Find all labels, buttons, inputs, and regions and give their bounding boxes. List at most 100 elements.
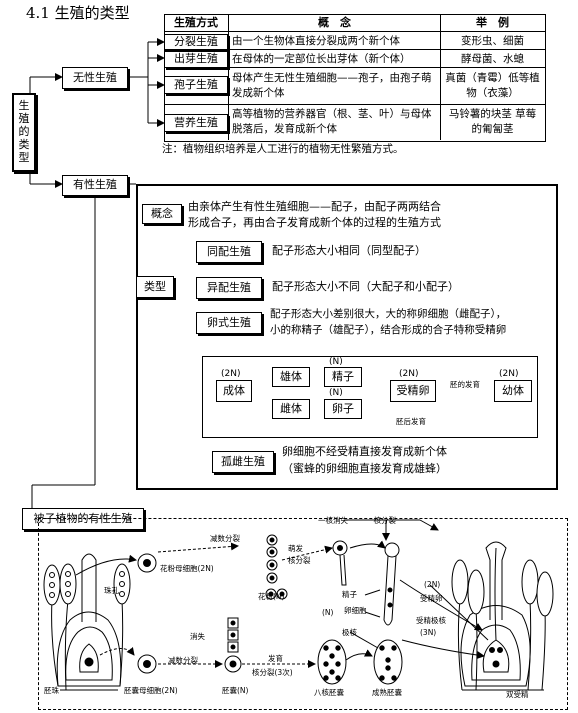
- flow-label: 卵子: [332, 402, 354, 415]
- angio-label: (3N): [420, 628, 437, 637]
- method-label: 分裂生殖: [174, 35, 218, 48]
- type-desc: 小的称精子（雄配子），结合形成的合子特称受精卵: [270, 324, 507, 336]
- parthenogenesis-label: 孤雌生殖: [221, 455, 265, 468]
- angio-label: 卵细胞: [344, 606, 367, 615]
- method-budding: 出芽生殖: [164, 51, 228, 68]
- ploidy-label: (N): [329, 357, 343, 367]
- table-cell-concept: 高等植物的营养器官（根、茎、叶）与母体脱落后，发育成新个体: [232, 108, 432, 135]
- table-divider: [164, 67, 545, 68]
- flow-adult: 成体: [216, 380, 252, 402]
- ploidy-label: (2N): [499, 369, 519, 379]
- angio-label: 胚囊母细胞(2N): [124, 686, 178, 695]
- angio-label: 萌发: [288, 544, 303, 553]
- types-label: 类型: [144, 280, 166, 293]
- table-cell-example: 真菌（青霉）低等植物（衣藻）: [445, 72, 540, 99]
- angio-label: 消失: [190, 632, 205, 641]
- flow-sperm: 精子: [324, 367, 362, 387]
- angio-label: 减数分裂: [168, 656, 198, 665]
- method-spore: 孢子生殖: [164, 76, 228, 94]
- angio-label: 发育: [268, 654, 283, 663]
- angio-label: 八核胚囊: [314, 688, 344, 697]
- type-label: 异配生殖: [207, 281, 251, 294]
- angio-label: 核分裂: [288, 556, 311, 565]
- root-char: 生: [18, 99, 30, 112]
- angio-label: 花粉母细胞(2N): [160, 564, 214, 573]
- type-anisogamy: 异配生殖: [196, 277, 262, 299]
- flow-label: 幼体: [502, 384, 524, 397]
- method-fission: 分裂生殖: [164, 34, 228, 51]
- angio-label: 减数分裂: [210, 534, 240, 543]
- parthenogenesis-box: 孤雌生殖: [212, 451, 274, 473]
- root-node: 生 殖 的 类 型: [12, 93, 36, 172]
- angio-label: 珠孔: [104, 586, 119, 595]
- angio-label: 精子: [342, 590, 357, 599]
- angio-label: 一核消失: [318, 516, 348, 525]
- flow-label: 雌体: [280, 402, 302, 415]
- angio-label: 双受精: [506, 690, 529, 699]
- flow-label: 受精卵: [396, 384, 430, 397]
- flow-young: 幼体: [494, 380, 532, 402]
- angio-label: 花粉(N): [258, 592, 285, 601]
- flow-label: 雄体: [280, 370, 302, 383]
- angio-label: 胚囊(N): [222, 686, 249, 695]
- root-char: 类: [18, 138, 30, 151]
- ploidy-label: (2N): [399, 369, 419, 379]
- root-char: 的: [18, 125, 30, 138]
- flow-female: 雌体: [272, 399, 310, 419]
- flow-label: 成体: [223, 384, 245, 397]
- table-divider: [164, 31, 545, 32]
- type-label: 同配生殖: [207, 245, 251, 258]
- table-divider: [440, 14, 441, 140]
- flow-male: 雄体: [272, 367, 310, 387]
- table-cell-example: 酵母菌、水螅: [461, 53, 524, 65]
- angio-label: (2N): [424, 580, 441, 589]
- angio-label: 一核分裂: [366, 516, 396, 525]
- type-isogamy: 同配生殖: [196, 241, 262, 263]
- angio-label: 核分裂(3次): [252, 668, 293, 677]
- angio-label: 胚珠: [44, 686, 59, 695]
- type-desc: 配子形态大小差别很大，大的称卵细胞（雌配子），: [270, 308, 507, 320]
- flow-egg: 卵子: [324, 399, 362, 419]
- type-desc: 配子形态大小不同（大配子和小配子）: [272, 280, 459, 293]
- sexual-node: 有性生殖: [62, 175, 128, 196]
- type-oogamy: 卵式生殖: [196, 312, 262, 334]
- table-cell-concept: 由一个生物体直接分裂成两个新个体: [232, 35, 400, 47]
- sexual-label: 有性生殖: [73, 178, 117, 191]
- oogamy-flow-frame: [202, 356, 538, 438]
- table-divider: [164, 104, 545, 105]
- ploidy-label: (2N): [221, 369, 241, 379]
- table-divider: [164, 49, 545, 50]
- concept-label: 概念: [151, 207, 173, 220]
- asexual-node: 无性生殖: [62, 67, 128, 89]
- asexual-table: [164, 14, 546, 142]
- table-cell-concept: 母体产生无性生殖细胞——孢子，由孢子萌发成新个体: [232, 72, 432, 99]
- sexual-frame: [136, 184, 558, 490]
- types-box: 类型: [136, 276, 174, 298]
- concept-text: 由亲体产生有性生殖细胞——配子，由配子两两结合: [188, 200, 441, 213]
- table-header: 举 例: [476, 16, 509, 29]
- method-label: 出芽生殖: [174, 52, 218, 65]
- type-desc: 配子形态大小相同（同型配子）: [272, 244, 426, 257]
- angiosperm-frame: [38, 518, 568, 710]
- method-vegetative: 营养生殖: [164, 114, 228, 132]
- angio-label: 极核: [342, 628, 357, 637]
- angio-label: 受精极核: [416, 616, 446, 625]
- asexual-label: 无性生殖: [73, 71, 117, 84]
- flow-annotation: 胚后发育: [396, 417, 426, 426]
- flow-zygote: 受精卵: [390, 380, 436, 402]
- table-header: 概 念: [318, 16, 351, 29]
- flow-label: 精子: [332, 370, 354, 383]
- table-note: 注：植物组织培养是人工进行的植物无性繁殖方式。: [162, 143, 404, 155]
- table-divider: [228, 14, 229, 140]
- ploidy-label: (N): [329, 388, 343, 398]
- method-label: 营养生殖: [174, 116, 218, 129]
- table-cell-example: 马铃薯的块茎 草莓的匍匐茎: [448, 108, 537, 135]
- parthenogenesis-text: 卵细胞不经受精直接发育成新个体: [282, 445, 447, 458]
- angio-label: 成熟胚囊: [372, 688, 402, 697]
- flow-annotation: 胚的发育: [450, 380, 480, 389]
- table-cell-concept: 在母体的一定部位长出芽体（新个体）: [232, 53, 411, 65]
- method-label: 孢子生殖: [174, 78, 218, 91]
- root-char: 殖: [18, 112, 30, 125]
- root-char: 型: [18, 151, 30, 164]
